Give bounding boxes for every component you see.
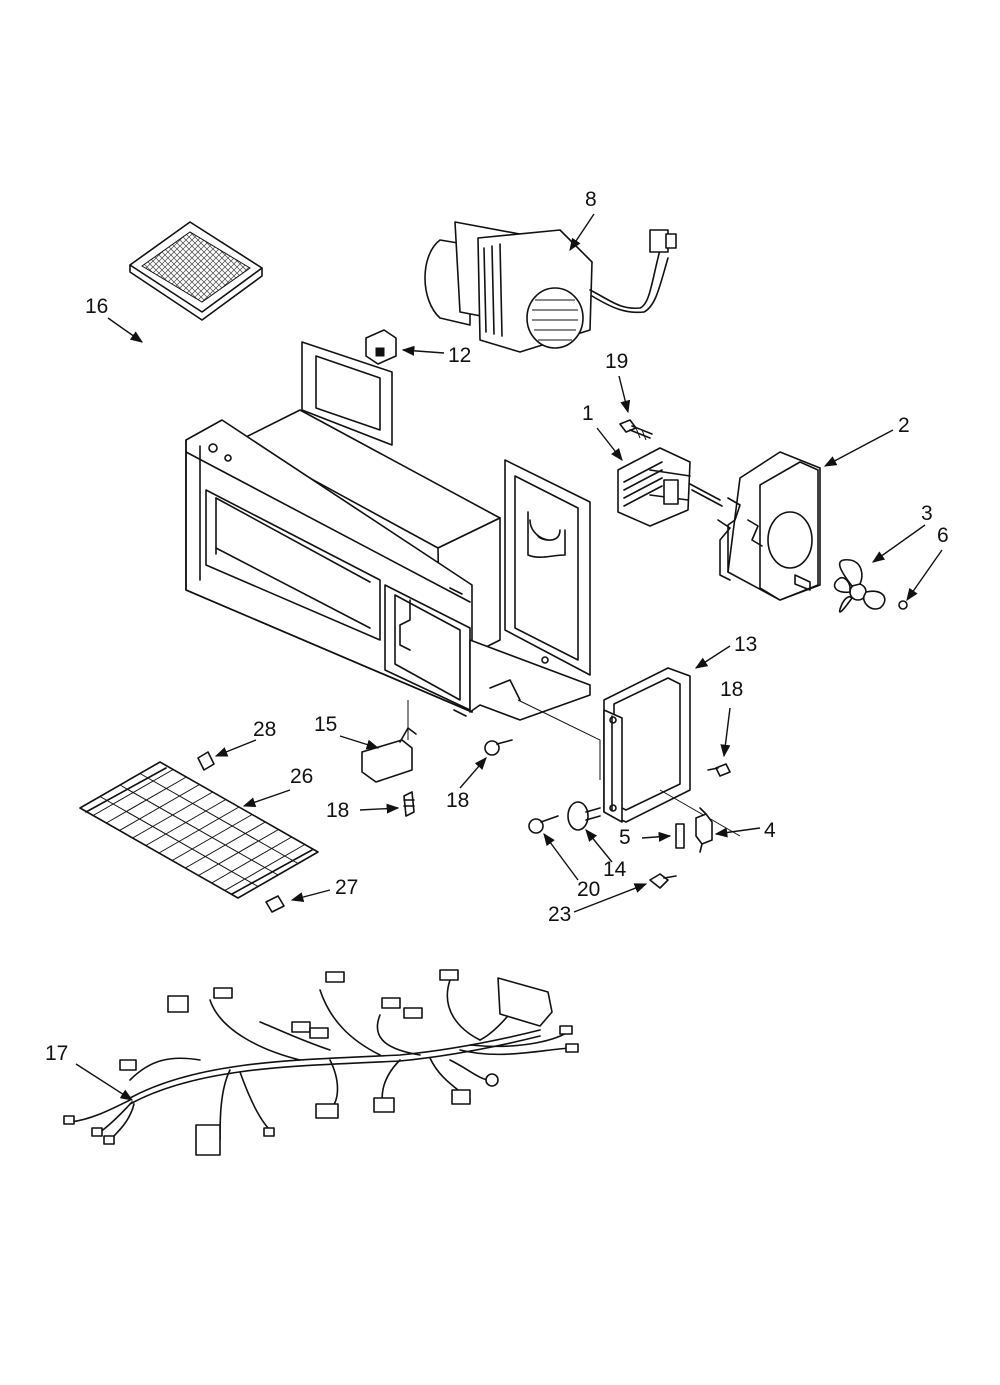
callout-20: 20 [577,878,600,901]
oven-cavity-chassis [185,341,601,780]
screw-part-18-left [403,791,415,817]
rack-rail [139,773,299,864]
bracket-part [361,727,417,783]
blower-assembly-part [424,221,677,353]
leader-arrow-5 [641,831,672,842]
callout-18-right: 18 [720,678,743,701]
leader-arrow-20 [543,832,579,881]
leader-arrow-14 [585,829,613,863]
leader-arrow-17 [75,1063,134,1101]
fan-blade-part [833,559,886,613]
screw-part-18-right [707,763,731,777]
callout-5: 5 [619,826,631,849]
switch-part-4 [695,807,713,853]
fan-shroud-part [717,451,821,601]
callout-18-left: 18 [326,799,349,822]
leader-arrow-19 [618,375,631,414]
leader-arrow-15 [339,735,380,750]
leader-arrow-13 [694,645,731,669]
leader-arrow-18-mid [459,757,487,789]
callout-27: 27 [335,876,358,899]
callout-18-mid: 18 [446,789,469,812]
rack-rail [99,796,259,887]
foot-part-28 [197,751,215,771]
rack-rail [119,784,279,876]
clip-part [898,600,908,610]
leader-arrow-3 [871,524,926,563]
callout-3: 3 [921,502,933,525]
leader-arrow-18-right [720,707,731,758]
callout-4: 4 [764,819,776,842]
thermal-cutout-part [365,329,397,365]
callout-1: 1 [582,402,594,425]
screw-part-18-mid [484,739,513,756]
callout-8: 8 [585,188,597,211]
door-frame-part [603,667,741,837]
callout-17: 17 [45,1042,68,1065]
callout-16: 16 [85,295,108,318]
screw-part-19 [619,419,653,441]
leader-arrow-26 [242,789,291,808]
thermal-protector-part [567,801,601,831]
leader-arrow-28 [214,739,257,757]
leader-arrow-18-left [359,803,400,814]
leader-arrow-16 [107,317,144,343]
screw-part-20 [528,815,559,834]
leader-arrow-12 [401,345,445,356]
filter-part [129,221,263,321]
leader-arrow-6 [906,549,943,602]
callout-26: 26 [290,765,313,788]
callout-13: 13 [734,633,757,656]
foot-part-27 [265,895,285,913]
callout-14: 14 [603,858,627,881]
leader-arrow-2 [823,429,894,467]
callout-6: 6 [937,524,949,547]
leader-arrow-23 [573,883,648,913]
callout-23: 23 [548,903,571,926]
fan-motor-part [617,447,723,527]
leader-arrow-1 [596,427,623,461]
callout-15: 15 [314,713,337,736]
leader-arrow-8 [569,213,595,252]
callout-28: 28 [253,718,276,741]
wire-harness-part [63,969,579,1156]
rack-grille-part [79,761,319,899]
leader-arrow-4 [714,827,761,838]
fuse-part [675,823,685,849]
callout-12: 12 [448,344,471,367]
leader-arrow-27 [290,889,331,902]
callout-2: 2 [898,414,910,437]
callout-19: 19 [605,350,628,373]
screw-part-23 [649,873,677,889]
